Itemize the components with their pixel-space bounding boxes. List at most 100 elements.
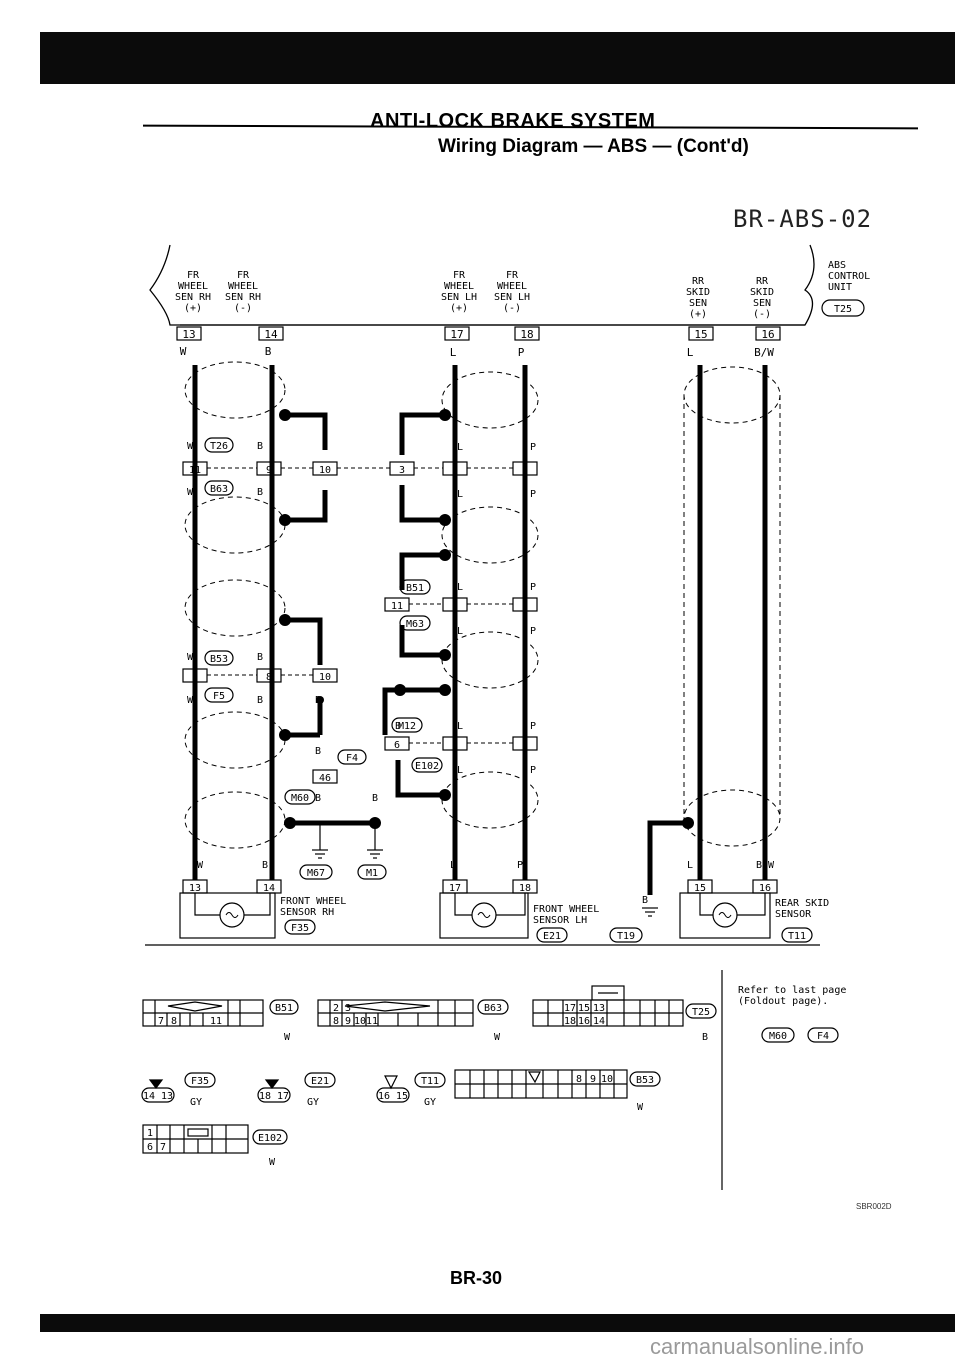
- svg-text:P: P: [530, 442, 536, 453]
- svg-text:11: 11: [189, 465, 201, 476]
- svg-text:3: 3: [345, 1003, 351, 1014]
- svg-text:46: 46: [319, 773, 331, 784]
- svg-text:15: 15: [694, 328, 707, 341]
- svg-text:B: B: [315, 793, 321, 804]
- svg-text:9: 9: [590, 1074, 596, 1085]
- svg-text:P: P: [518, 346, 525, 359]
- svg-text:P: P: [530, 582, 536, 593]
- svg-text:B: B: [315, 746, 321, 757]
- svg-text:L: L: [457, 582, 463, 593]
- svg-text:10: 10: [601, 1074, 613, 1085]
- svg-text:9: 9: [192, 672, 198, 683]
- svg-text:GY: GY: [307, 1097, 319, 1108]
- svg-text:14: 14: [264, 328, 278, 341]
- svg-text:W: W: [637, 1102, 644, 1113]
- svg-text:L: L: [457, 489, 463, 500]
- svg-text:E102: E102: [415, 761, 439, 772]
- svg-text:M60: M60: [769, 1031, 787, 1042]
- svg-text:10: 10: [319, 465, 331, 476]
- svg-text:L: L: [450, 346, 457, 359]
- page-number: BR-30: [450, 1268, 503, 1288]
- front-wheel-sensor-lh-label: FRONT WHEEL SENSOR LH: [533, 904, 600, 926]
- svg-text:18: 18: [520, 328, 533, 341]
- label-fr-lh-neg: FR WHEEL SEN LH (-): [493, 270, 531, 314]
- svg-text:17: 17: [449, 883, 461, 894]
- svg-text:2: 2: [452, 465, 458, 476]
- svg-text:B: B: [257, 652, 263, 663]
- svg-text:2: 2: [333, 1003, 339, 1014]
- svg-text:8: 8: [171, 1016, 177, 1027]
- label-rr-neg: RR SKID SEN (-): [749, 276, 775, 320]
- label-rr-pos: RR SKID SEN (+): [685, 276, 711, 320]
- svg-text:B: B: [257, 441, 263, 452]
- svg-text:B: B: [262, 860, 268, 871]
- svg-text:T11: T11: [421, 1076, 439, 1087]
- bottom-scan-bar: [40, 1314, 955, 1332]
- svg-text:15: 15: [694, 883, 706, 894]
- svg-text:10: 10: [319, 672, 331, 683]
- svg-text:P: P: [530, 626, 536, 637]
- svg-text:F4: F4: [817, 1031, 829, 1042]
- svg-text:8: 8: [452, 601, 458, 612]
- diagram-id: BR-ABS-02: [733, 205, 873, 233]
- svg-text:B: B: [265, 345, 272, 358]
- svg-text:L: L: [687, 860, 693, 871]
- svg-text:8: 8: [522, 465, 528, 476]
- svg-text:M1: M1: [366, 868, 378, 879]
- figure-code: SBR002D: [856, 1202, 892, 1211]
- svg-text:9: 9: [266, 465, 272, 476]
- svg-text:W: W: [187, 441, 194, 452]
- svg-text:17: 17: [450, 328, 463, 341]
- svg-text:B/W: B/W: [754, 346, 774, 359]
- svg-text:B: B: [315, 695, 321, 706]
- svg-text:15: 15: [578, 1003, 590, 1014]
- svg-text:B: B: [372, 793, 378, 804]
- abs-control-unit-label: ABS CONTROL UNIT: [828, 260, 871, 293]
- svg-text:F35: F35: [191, 1076, 209, 1087]
- svg-text:B53: B53: [210, 654, 228, 665]
- svg-text:W: W: [284, 1032, 291, 1043]
- svg-text:L: L: [687, 346, 694, 359]
- svg-text:11: 11: [366, 1016, 378, 1027]
- svg-text:W: W: [494, 1032, 501, 1043]
- svg-text:L: L: [457, 721, 463, 732]
- svg-text:13: 13: [593, 1003, 605, 1014]
- svg-text:B/W: B/W: [756, 860, 775, 871]
- svg-text:11: 11: [391, 601, 403, 612]
- t11-connector-label: T11: [788, 931, 806, 942]
- svg-text:T19: T19: [617, 931, 635, 942]
- svg-text:10: 10: [354, 1016, 366, 1027]
- svg-text:W: W: [197, 860, 204, 871]
- svg-text:7: 7: [160, 1142, 166, 1153]
- e21-connector-label: E21: [543, 931, 561, 942]
- svg-text:B: B: [395, 721, 401, 732]
- svg-text:B51: B51: [275, 1003, 293, 1014]
- page-subtitle: Wiring Diagram — ABS — (Cont'd): [438, 136, 749, 157]
- svg-text:14: 14: [593, 1016, 605, 1027]
- svg-text:M67: M67: [307, 868, 325, 879]
- svg-text:GY: GY: [424, 1097, 436, 1108]
- svg-text:8: 8: [333, 1016, 339, 1027]
- label-fr-rh-pos: FR WHEEL SEN RH (+): [174, 270, 212, 314]
- svg-text:GY: GY: [190, 1097, 202, 1108]
- svg-text:B51: B51: [406, 583, 424, 594]
- label-fr-lh-pos: FR WHEEL SEN LH (+): [440, 270, 478, 314]
- svg-text:B: B: [702, 1032, 708, 1043]
- svg-text:W: W: [187, 487, 194, 498]
- svg-text:B63: B63: [484, 1003, 502, 1014]
- t25-connector-label: T25: [834, 304, 852, 315]
- svg-text:3: 3: [399, 465, 405, 476]
- watermark: carmanualsonline.info: [650, 1334, 865, 1359]
- svg-text:F4: F4: [346, 753, 358, 764]
- svg-text:W: W: [187, 652, 194, 663]
- rear-skid-sensor-label: REAR SKID SENSOR: [775, 898, 830, 920]
- svg-text:7: 7: [522, 740, 528, 751]
- svg-text:18: 18: [519, 883, 531, 894]
- svg-text:W: W: [180, 345, 187, 358]
- svg-text:L: L: [457, 626, 463, 637]
- svg-text:17: 17: [564, 1003, 576, 1014]
- svg-text:T25: T25: [692, 1007, 710, 1018]
- svg-text:8: 8: [266, 672, 272, 683]
- svg-text:M63: M63: [406, 619, 424, 630]
- svg-text:E21: E21: [311, 1076, 329, 1087]
